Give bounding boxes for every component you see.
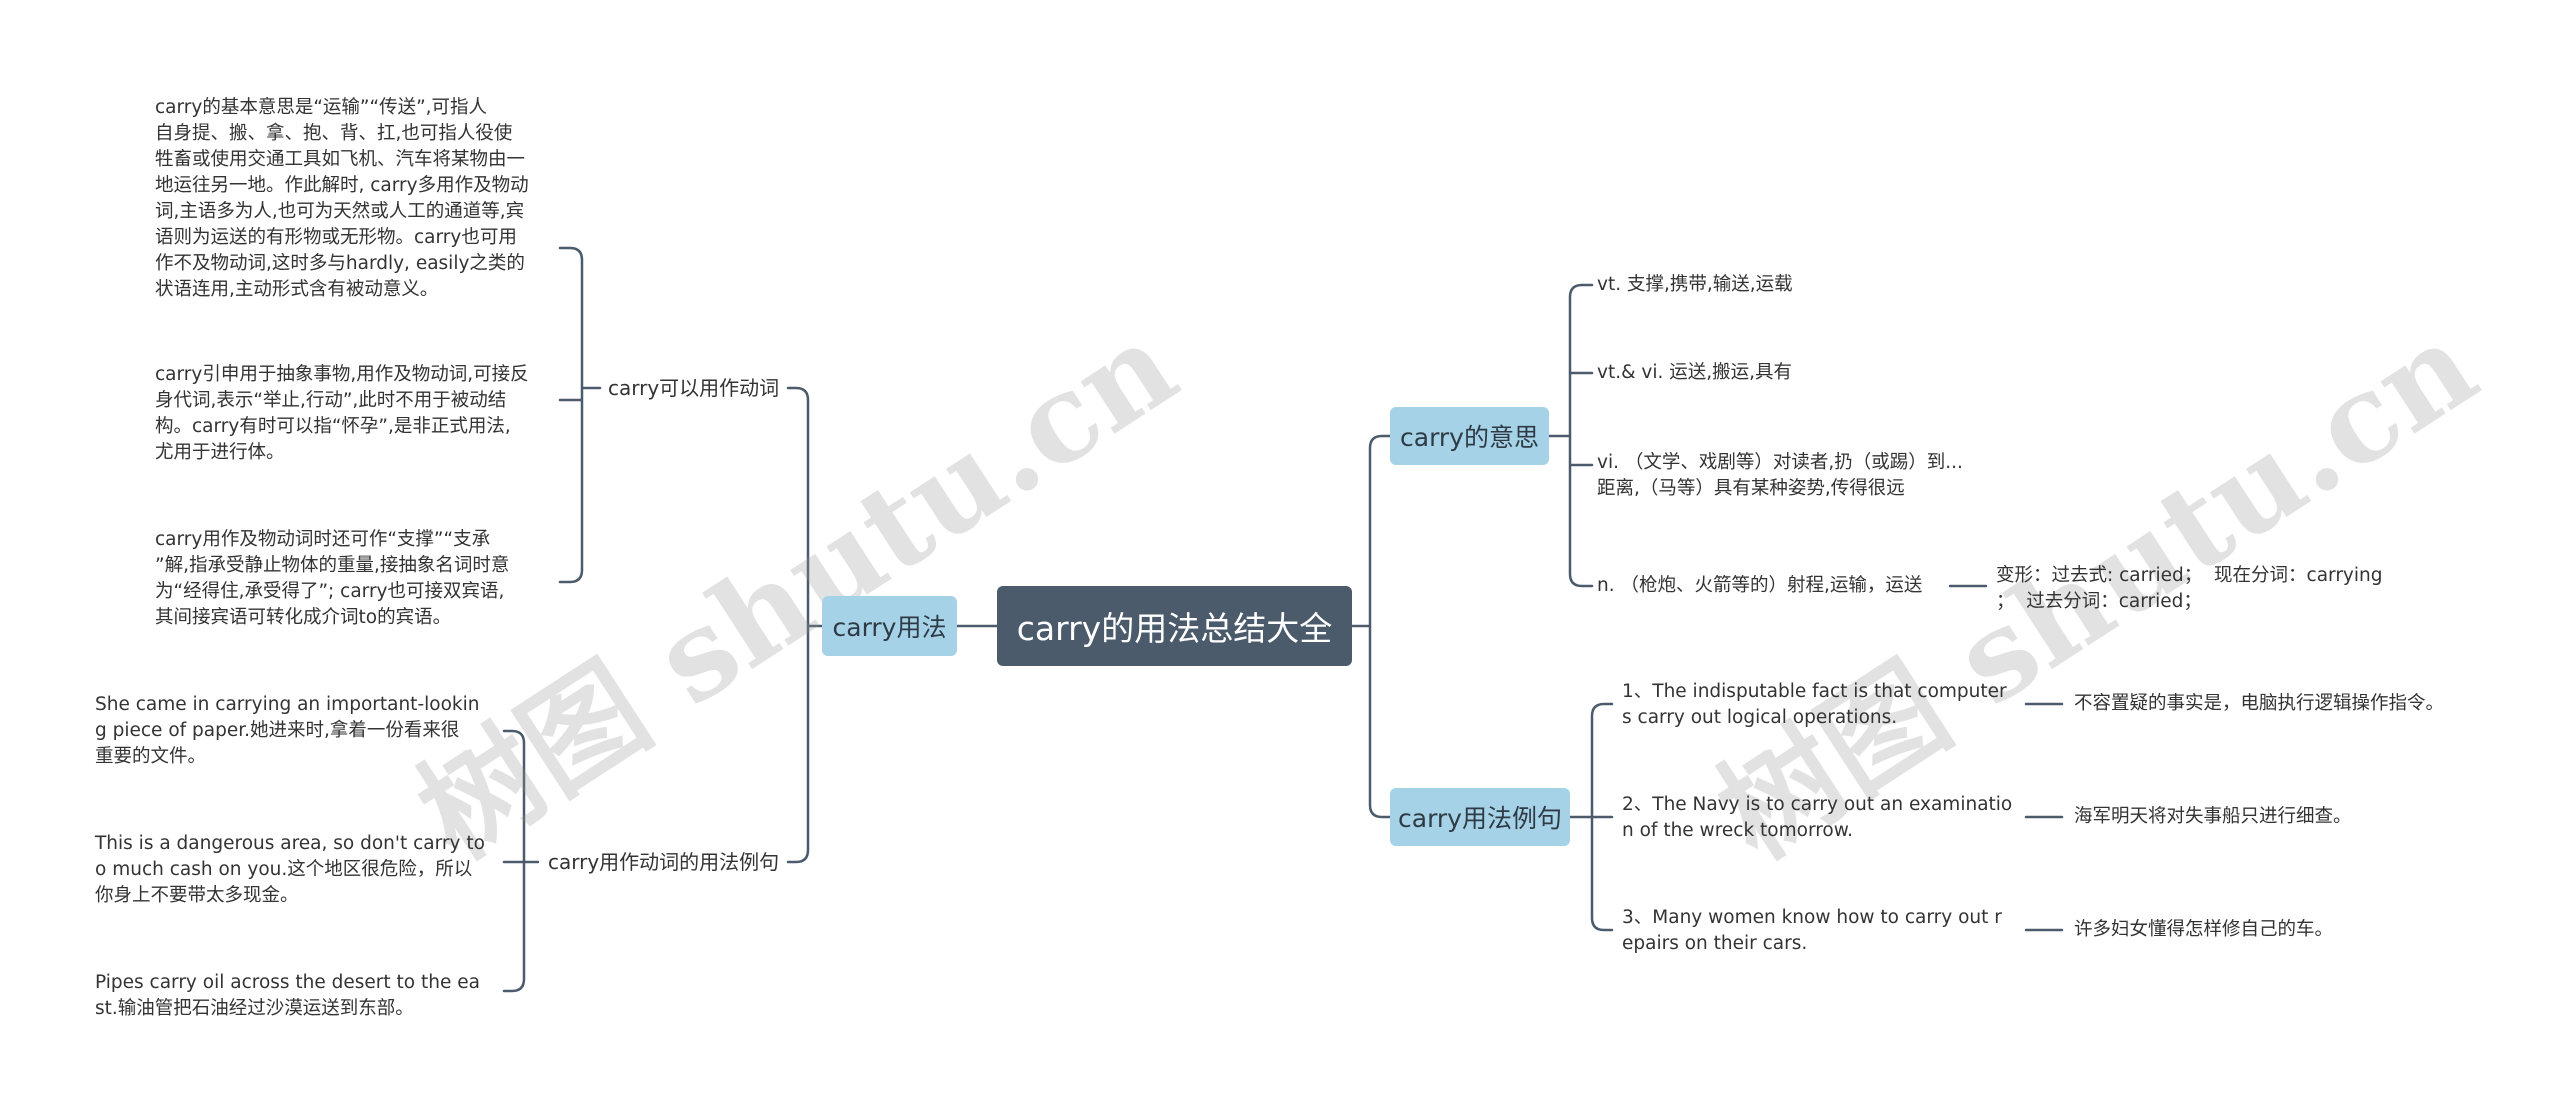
bracket-meaning [1547,283,1594,588]
link-left-groups [786,386,824,864]
subtopic-verb-usage[interactable]: carry可以用作动词 [608,376,780,400]
meaning-item-3[interactable]: vi. （文学、戏剧等）对读者,扔（或踢）到... 距离,（马等）具有某种姿势,… [1597,452,1963,499]
subtopic-verb-examples[interactable]: carry用作动词的用法例句 [548,850,780,874]
leaf-example-2[interactable]: This is a dangerous area, so don't carry… [95,833,485,906]
example-sentence-3[interactable]: 3、Many women know how to carry out r epa… [1622,907,2002,954]
bracket-examples [1568,702,1614,932]
root-topic[interactable]: carry的用法总结大全 [997,586,1352,666]
meaning-forms[interactable]: 变形：过去式: carried； 现在分词：carrying ； 过去分词：ca… [1996,565,2383,612]
leaf-support-meaning[interactable]: carry用作及物动词时还可作“支撑”“支承 ”解,指承受静止物体的重量,接抽象… [155,529,510,628]
meaning-item-4[interactable]: n. （枪炮、火箭等的）射程,运输，运送 [1597,575,1923,596]
example-translation-1[interactable]: 不容置疑的事实是，电脑执行逻辑操作指令。 [2074,693,2445,714]
leaf-example-1[interactable]: She came in carrying an important-lookin… [95,694,480,767]
topic-carry-meaning[interactable]: carry的意思 [1390,407,1549,465]
leaf-abstract-meaning[interactable]: carry引申用于抽象事物,用作及物动词,可接反 身代词,表示“举止,行动”,此… [155,364,529,463]
bracket-group-1 [558,246,602,584]
link-root-right [1350,434,1392,819]
topic-carry-usage[interactable]: carry用法 [822,596,957,656]
example-translation-3[interactable]: 许多妇女懂得怎样修自己的车。 [2074,919,2334,940]
example-translation-2[interactable]: 海军明天将对失事船只进行细查。 [2074,806,2352,827]
meaning-item-2[interactable]: vt.& vi. 运送,搬运,具有 [1597,362,1793,383]
meaning-item-1[interactable]: vt. 支撑,携带,输送,运载 [1597,274,1793,295]
example-sentence-1[interactable]: 1、The indisputable fact is that computer… [1622,681,2007,728]
example-sentence-2[interactable]: 2、The Navy is to carry out an examinatio… [1622,794,2013,841]
bracket-group-2 [502,729,540,993]
topic-carry-examples[interactable]: carry用法例句 [1390,788,1570,846]
leaf-basic-meaning[interactable]: carry的基本意思是“运输”“传送”,可指人 自身提、搬、拿、抱、背、扛,也可… [155,97,529,300]
leaf-example-3[interactable]: Pipes carry oil across the desert to the… [95,972,480,1019]
